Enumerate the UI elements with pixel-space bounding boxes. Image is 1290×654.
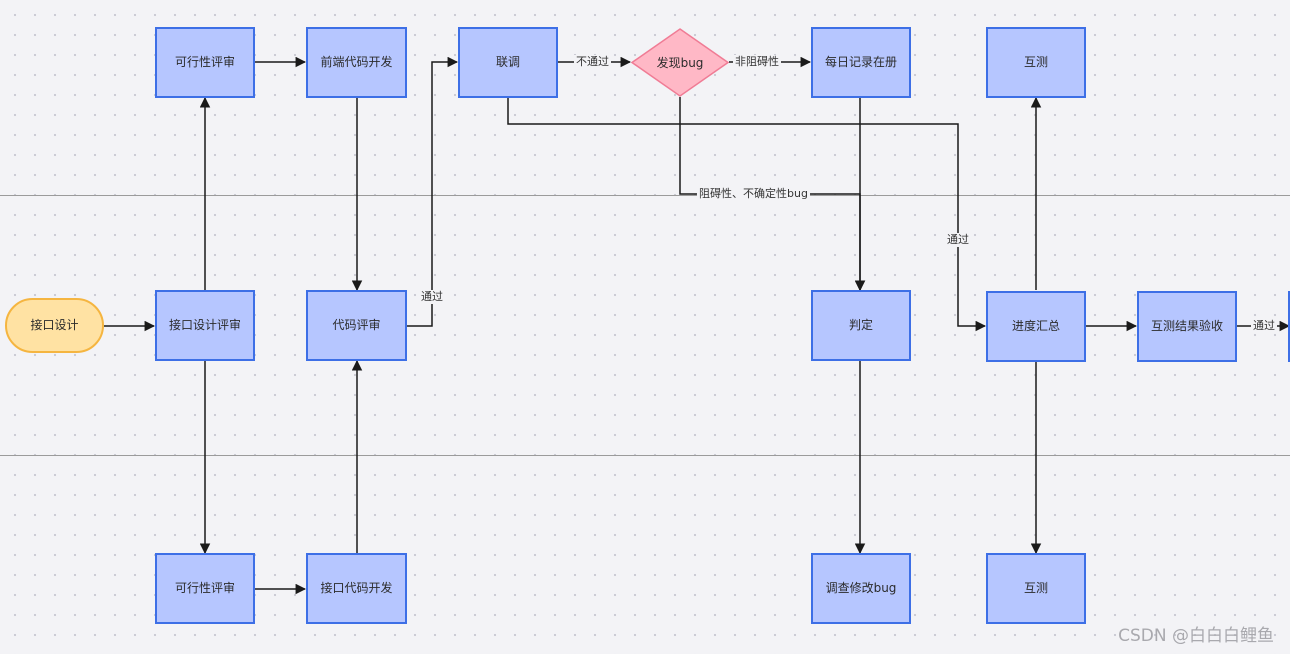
node-label: 每日记录在册 <box>824 55 897 70</box>
node-mutual-test-top[interactable]: 互测 <box>986 27 1086 98</box>
node-progress-summary[interactable]: 进度汇总 <box>986 291 1086 362</box>
node-label: 进度汇总 <box>1011 319 1060 334</box>
node-feasibility-review-top[interactable]: 可行性评审 <box>155 27 255 98</box>
watermark: CSDN @白白白鲤鱼 <box>1118 626 1274 646</box>
node-interface-review[interactable]: 接口设计评审 <box>155 290 255 361</box>
node-integration[interactable]: 联调 <box>458 27 558 98</box>
node-label: 判定 <box>848 318 873 333</box>
node-label: 接口代码开发 <box>320 581 393 596</box>
node-mutual-result-check[interactable]: 互测结果验收 <box>1137 291 1237 362</box>
edge-label-non-blocking: 非阻碍性 <box>733 55 781 69</box>
node-frontend-dev[interactable]: 前端代码开发 <box>306 27 407 98</box>
edge-label-not-pass: 不通过 <box>574 55 611 69</box>
decision-bug-found[interactable]: 发现bug <box>631 28 729 97</box>
node-label: 可行性评审 <box>174 581 235 596</box>
node-label: 互测 <box>1023 581 1048 596</box>
edge-code-review-to-integration <box>407 56 459 327</box>
node-mutual-test-bottom[interactable]: 互测 <box>986 553 1086 624</box>
start-node-label: 接口设计 <box>30 317 79 332</box>
node-label: 互测结果验收 <box>1150 319 1223 334</box>
lane-divider-top <box>0 195 1290 196</box>
node-code-review[interactable]: 代码评审 <box>306 290 407 361</box>
node-label: 调查修改bug <box>825 581 897 596</box>
node-label: 互测 <box>1023 55 1048 70</box>
node-backend-dev[interactable]: 接口代码开发 <box>306 553 407 624</box>
node-daily-record[interactable]: 每日记录在册 <box>811 27 911 98</box>
node-label: 联调 <box>495 55 520 70</box>
edge-label-pass-right: 通过 <box>945 233 971 247</box>
node-judge[interactable]: 判定 <box>811 290 911 361</box>
edge-integration-to-progress <box>507 98 987 332</box>
edge-label-pass-final: 通过 <box>1251 319 1277 333</box>
node-investigate-fix[interactable]: 调查修改bug <box>811 553 911 624</box>
decision-shape <box>631 28 729 97</box>
edge-label-pass-review: 通过 <box>419 290 445 304</box>
lane-divider-bottom <box>0 455 1290 456</box>
edge-label-blocking: 阻碍性、不确定性bug <box>697 187 810 201</box>
node-feasibility-review-bottom[interactable]: 可行性评审 <box>155 553 255 624</box>
node-next-partial[interactable] <box>1288 291 1290 362</box>
node-label: 可行性评审 <box>174 55 235 70</box>
decision-label: 发现bug <box>656 56 704 70</box>
node-label: 代码评审 <box>332 318 381 333</box>
start-node[interactable]: 接口设计 <box>5 298 104 353</box>
node-label: 接口设计评审 <box>168 318 241 333</box>
node-label: 前端代码开发 <box>320 55 393 70</box>
